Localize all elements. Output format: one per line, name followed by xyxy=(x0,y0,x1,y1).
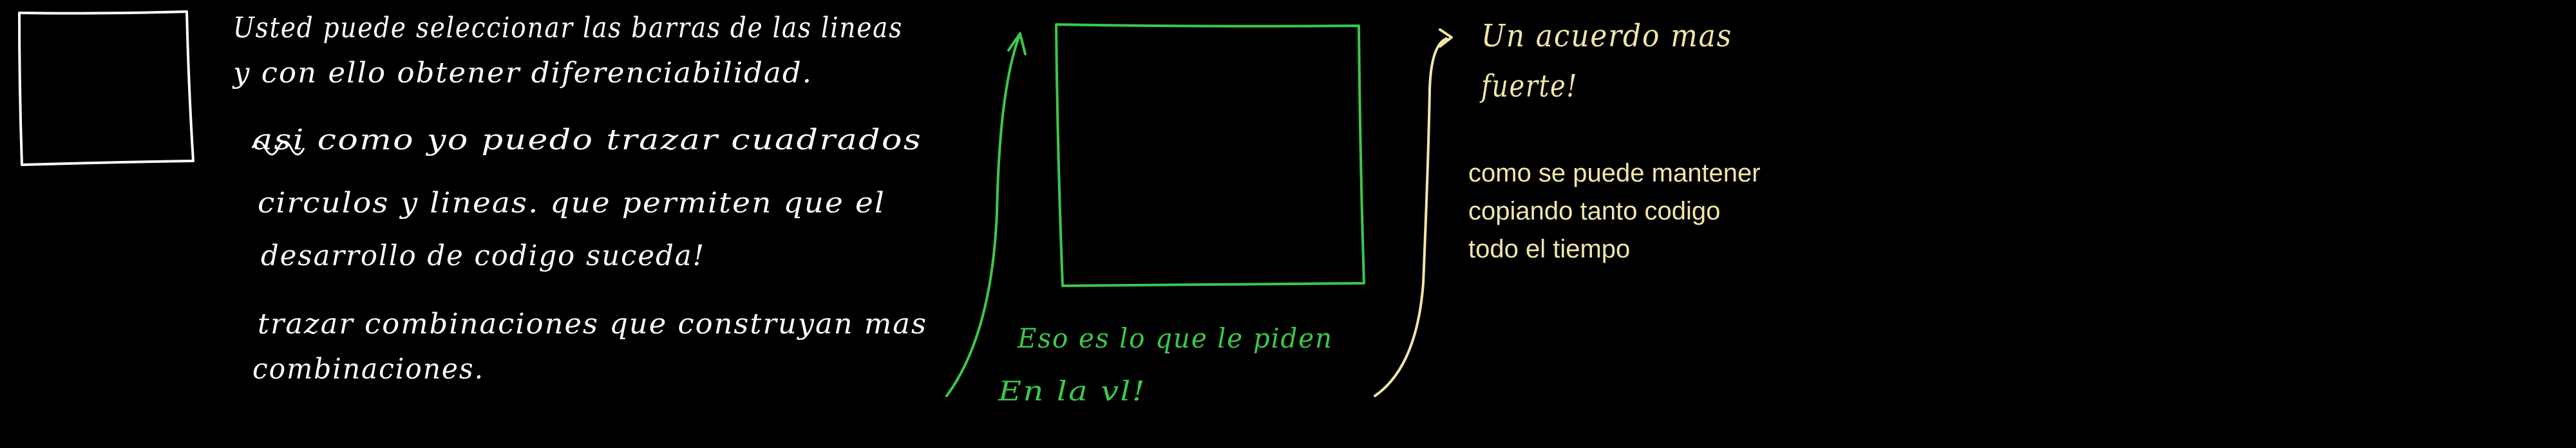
yellow-annotation: Un acuerdo mas fuerte! xyxy=(1374,18,1732,397)
green-note-line: Eso es lo que le piden xyxy=(1017,322,1333,354)
typed-text-line: todo el tiempo xyxy=(1468,235,1631,263)
typed-text-line: copiando tanto codigo xyxy=(1468,197,1721,225)
green-note-line: En la vl! xyxy=(998,375,1146,407)
typed-text-line: como se puede mantener xyxy=(1468,159,1761,187)
yellow-handwritten-line: fuerte! xyxy=(1480,68,1578,104)
scribble-mark xyxy=(251,140,305,156)
white-note-line: combinaciones. xyxy=(252,353,484,386)
curved-arrow-line xyxy=(945,36,1020,397)
curved-arrow-line xyxy=(1374,37,1448,397)
green-diagram: Eso es lo que le piden En la vl! xyxy=(945,23,1365,407)
small-square-drawing xyxy=(18,10,194,166)
white-notes: Usted puede seleccionar las barras de la… xyxy=(232,12,927,386)
white-note-line: trazar combinaciones que construyan mas xyxy=(258,308,927,341)
white-note-line: asi como yo puedo trazar cuadrados xyxy=(252,124,922,156)
white-note-line: circulos y lineas. que permiten que el xyxy=(258,187,886,219)
typed-text-block: como se puede mantener copiando tanto co… xyxy=(1468,154,1761,268)
yellow-handwritten-line: Un acuerdo mas xyxy=(1481,18,1732,54)
arrow-head-icon xyxy=(1439,28,1453,48)
white-note-line: Usted puede seleccionar las barras de la… xyxy=(233,12,903,44)
white-note-line: desarrollo de codigo suceda! xyxy=(261,239,705,272)
white-note-line: y con ello obtener diferenciabilidad. xyxy=(232,57,813,89)
large-square-drawing xyxy=(1055,23,1365,287)
arrow-head-icon xyxy=(1007,32,1027,55)
